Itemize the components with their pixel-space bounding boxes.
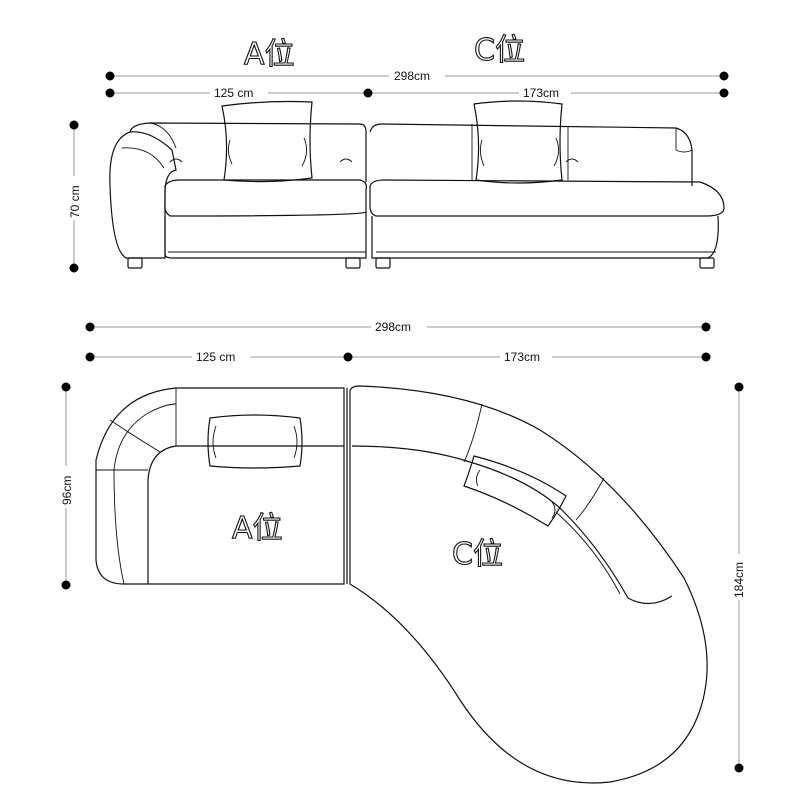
top-width-c-label: 173cm <box>504 350 540 364</box>
front-label-a: A位 <box>244 37 295 72</box>
top-depth-c-label: 184cm <box>732 562 746 598</box>
top-label-c: C位 <box>452 537 503 572</box>
front-width-c-label: 173cm <box>523 86 559 100</box>
top-width-a-label: 125 cm <box>196 350 235 364</box>
front-label-c: C位 <box>474 33 525 68</box>
front-sofa-section-c <box>369 100 725 269</box>
front-total-width-label: 298cm <box>394 69 430 83</box>
front-total-width-dimension: 298cm <box>105 68 729 84</box>
top-total-width-dimension: 298cm <box>85 319 711 335</box>
front-height-label: 70 cm <box>68 185 82 218</box>
front-height-dimension: 70 cm <box>66 120 82 273</box>
top-label-a: A位 <box>232 511 283 546</box>
top-view: 298cm 125 cm 173cm 96cm 184cm <box>58 319 747 784</box>
top-depth-c-dimension: 184cm <box>731 382 747 773</box>
top-depth-a-label: 96cm <box>60 476 74 505</box>
front-section-width-dimension: 125 cm 173cm <box>105 86 729 101</box>
top-depth-a-dimension: 96cm <box>58 382 74 590</box>
front-sofa-section-a <box>109 100 367 269</box>
top-sofa-section-c: C位 <box>349 385 708 784</box>
front-width-a-label: 125 cm <box>214 86 253 100</box>
top-sofa-section-a: A位 <box>95 387 345 585</box>
top-section-width-dimension: 125 cm 173cm <box>85 350 711 365</box>
front-view: A位 C位 298cm 125 cm 173cm 70 cm <box>66 32 729 273</box>
top-total-width-label: 298cm <box>375 320 411 334</box>
